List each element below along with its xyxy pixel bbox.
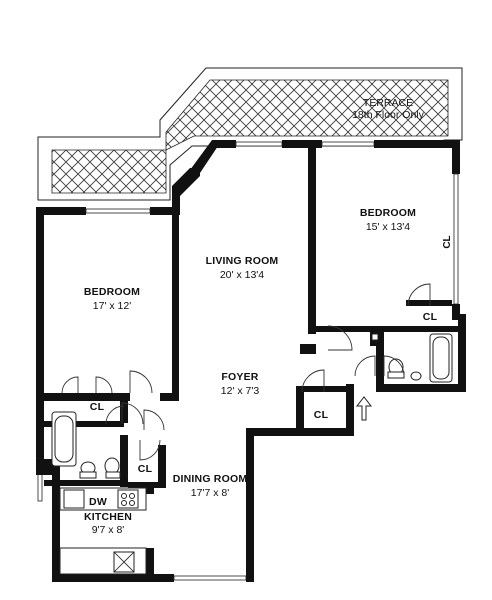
foyer-label: FOYER: [221, 371, 258, 383]
left-bathroom-fixtures: [51, 411, 121, 479]
foyer-dims: 12' x 7'3: [221, 385, 260, 397]
terrace-hatch-upper: [165, 79, 449, 151]
closet-label-foyer: CL: [314, 409, 329, 421]
closet-label-bedroom-right-corner: CL: [423, 311, 438, 323]
bedroom-left-label: BEDROOM: [84, 286, 140, 298]
bedroom-left-dims: 17' x 12': [93, 300, 131, 312]
closet-label-bedroom-right-side: CL: [442, 235, 453, 248]
dining-room-label: DINING ROOM: [173, 473, 248, 485]
dishwasher-label: DW: [89, 496, 107, 508]
living-room-label: LIVING ROOM: [206, 255, 279, 267]
closet-label-hall: CL: [138, 463, 153, 475]
bedroom-right-dims: 15' x 13'4: [366, 221, 410, 233]
kitchen-label: KITCHEN: [84, 511, 132, 523]
kitchen-fixtures: [59, 487, 147, 575]
closet-label-bedroom-left: CL: [90, 401, 105, 413]
terrace-note: 18th Floor Only: [352, 109, 425, 121]
kitchen-dims: 9'7 x 8': [92, 524, 125, 536]
right-bathroom-fixtures: [371, 333, 453, 383]
terrace-label: TERRACE: [363, 97, 413, 109]
door-swings: [61, 283, 431, 461]
bedroom-right-label: BEDROOM: [360, 207, 416, 219]
terrace-hatch: [51, 149, 167, 194]
dining-room-dims: 17'7 x 8': [191, 487, 229, 499]
entry-arrow-icon: [355, 396, 373, 421]
interior-walls: [44, 148, 458, 582]
exterior-walls: [36, 140, 466, 582]
living-room-dims: 20' x 13'4: [220, 269, 264, 281]
